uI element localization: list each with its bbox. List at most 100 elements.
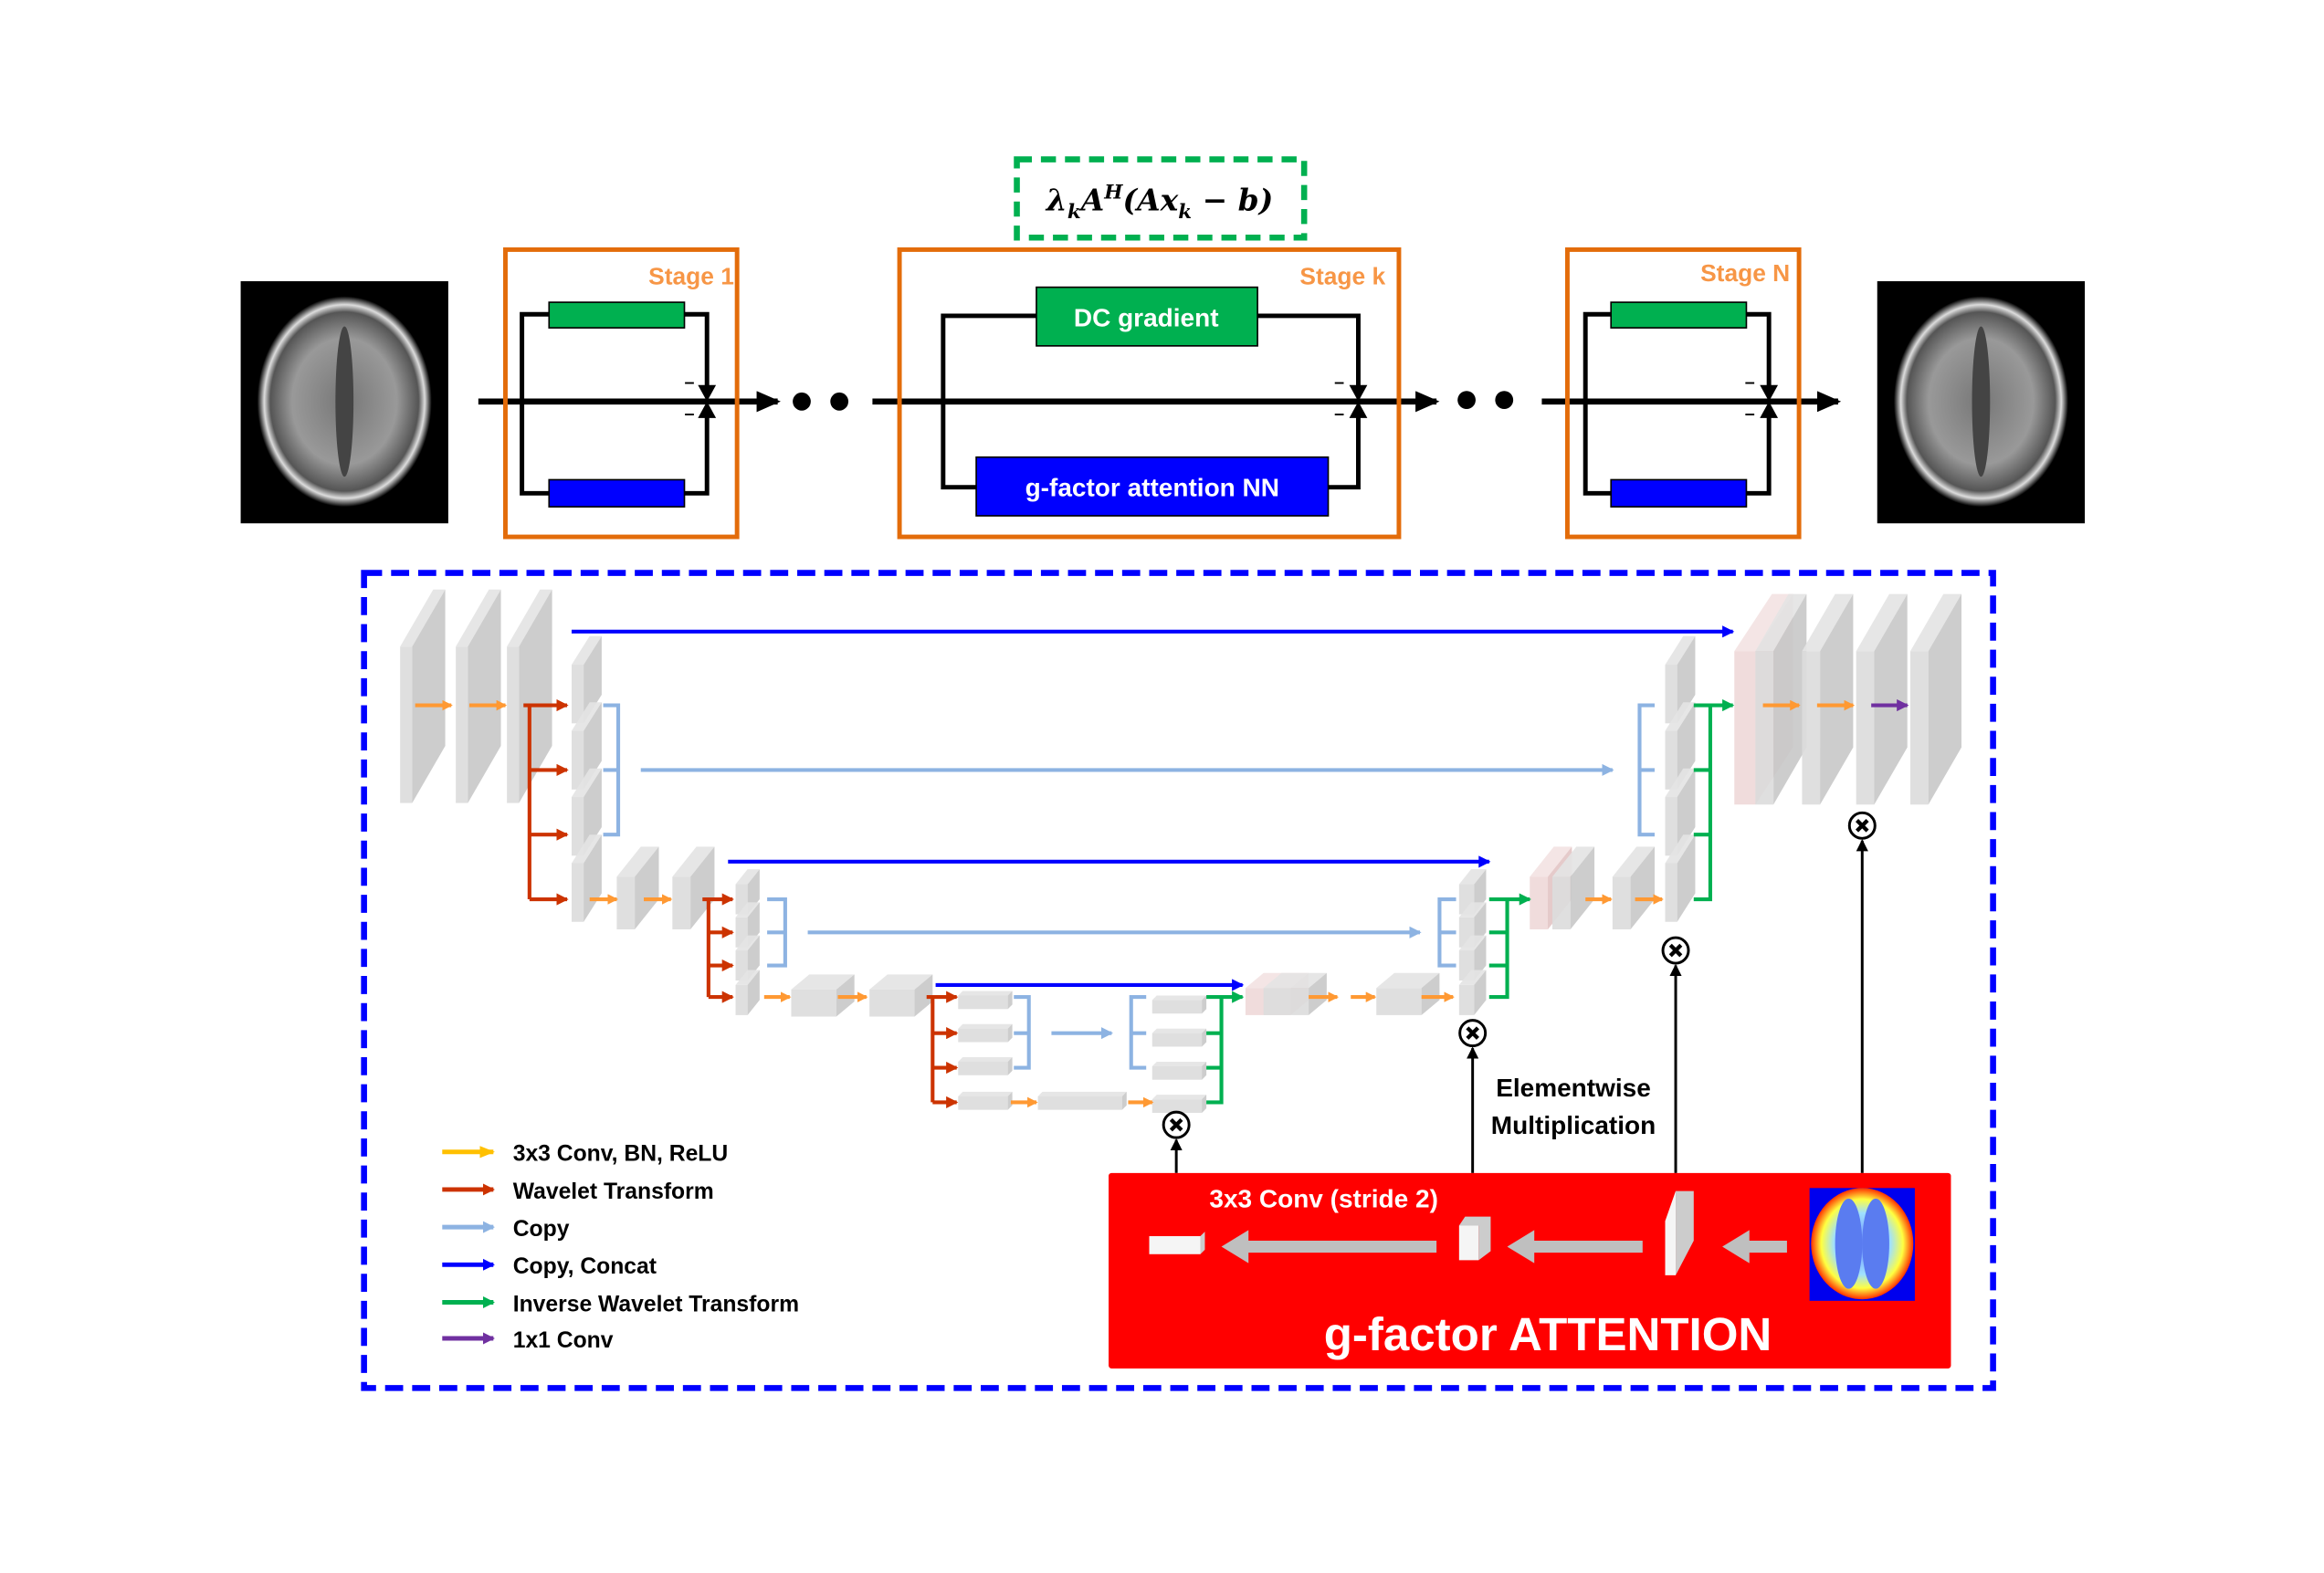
feature-map bbox=[958, 991, 1013, 1010]
formula: λkAH(Axk − b) bbox=[1045, 181, 1274, 223]
dc-gradient-block bbox=[548, 301, 686, 329]
minus-sign: – bbox=[1745, 404, 1755, 425]
feature-map bbox=[456, 589, 501, 803]
copy-arrow-bracket bbox=[1437, 897, 1456, 968]
feature-map bbox=[735, 970, 760, 1015]
g-factor-attention-box: 3x3 Conv (stride 2) g-factor ATTENTION bbox=[1109, 1172, 1951, 1369]
feature-map bbox=[616, 846, 659, 929]
feature-map bbox=[958, 1057, 1013, 1075]
feature-map bbox=[1665, 702, 1696, 790]
conv-arrow bbox=[1507, 1230, 1643, 1264]
minus-sign: – bbox=[1745, 372, 1755, 393]
legend-label: 3x3 Conv, BN, ReLU bbox=[513, 1142, 729, 1167]
dc-gradient-block bbox=[1610, 301, 1748, 329]
feature-map bbox=[1856, 593, 1908, 805]
legend-label: Copy, Concat bbox=[513, 1254, 657, 1279]
dc-gradient-label: DC gradient bbox=[1074, 303, 1219, 331]
feature-map bbox=[958, 1023, 1013, 1043]
attention-title: g-factor ATTENTION bbox=[1324, 1308, 1772, 1360]
feature-map bbox=[1263, 972, 1327, 1015]
stage-n-box: Stage N – – bbox=[1564, 246, 1802, 540]
stage-label: Stage 1 bbox=[648, 262, 734, 289]
feature-map bbox=[1458, 935, 1487, 981]
multiply-node-icon bbox=[1847, 811, 1877, 840]
feature-map bbox=[1755, 593, 1807, 805]
stage-1-box: Stage 1 – – bbox=[503, 246, 740, 540]
legend-label: Copy bbox=[513, 1217, 570, 1242]
copy-arrow-bracket bbox=[603, 703, 621, 837]
conv-arrow bbox=[1221, 1230, 1437, 1264]
feature-map bbox=[735, 935, 760, 981]
stage-label: Stage k bbox=[1299, 262, 1385, 289]
feature-map bbox=[958, 1091, 1013, 1110]
feature-map bbox=[1551, 846, 1595, 929]
multiply-node-icon bbox=[1458, 1019, 1488, 1048]
stage-label: Stage N bbox=[1700, 259, 1790, 287]
dc-gradient-block bbox=[1036, 286, 1258, 347]
attention-nn-label: g-factor attention NN bbox=[1025, 474, 1279, 502]
legend-label: Inverse Wavelet Transform bbox=[513, 1292, 799, 1316]
conv-label: 3x3 Conv (stride 2) bbox=[1209, 1185, 1438, 1213]
unet-connections bbox=[415, 625, 1909, 1173]
feature-map bbox=[571, 768, 602, 856]
minus-sign: – bbox=[1334, 404, 1344, 425]
feature-map bbox=[1376, 972, 1440, 1015]
legend: 3x3 Conv, BN, ReLU Wavelet Transform Cop… bbox=[442, 1142, 799, 1353]
ellipsis-dot bbox=[830, 392, 849, 411]
feature-map bbox=[1151, 1028, 1207, 1047]
attention-feature-large bbox=[1665, 1190, 1694, 1275]
feature-map bbox=[507, 589, 552, 803]
ellipsis-dot bbox=[1495, 391, 1514, 410]
multiply-node-icon bbox=[1661, 936, 1690, 965]
legend-label: 1x1 Conv bbox=[513, 1328, 614, 1353]
attention-nn-block bbox=[975, 456, 1330, 517]
minus-sign: – bbox=[685, 372, 695, 393]
attention-feature-medium bbox=[1458, 1216, 1491, 1261]
conv-arrow bbox=[1722, 1230, 1787, 1264]
minus-sign: – bbox=[685, 404, 695, 425]
feature-map bbox=[672, 846, 715, 929]
copy-arrow-bracket bbox=[1014, 995, 1031, 1070]
wavelet-arrow-bracket bbox=[702, 897, 710, 998]
attention-feature-small bbox=[1149, 1232, 1205, 1254]
elementwise-label: Elementwise bbox=[1496, 1074, 1651, 1102]
feature-map bbox=[1802, 593, 1854, 805]
feature-map bbox=[1665, 834, 1696, 922]
input-mri-image bbox=[240, 281, 448, 524]
multiplication-label: Multiplication bbox=[1491, 1111, 1656, 1139]
ellipsis-dot bbox=[793, 392, 811, 411]
inverse-wavelet-arrow-bracket bbox=[1488, 897, 1509, 1000]
feature-map bbox=[1665, 635, 1696, 724]
feature-map bbox=[571, 635, 602, 724]
feature-map bbox=[1151, 1061, 1207, 1080]
ellipsis-dot bbox=[1457, 391, 1476, 410]
copy-arrow-bracket bbox=[1129, 995, 1147, 1070]
minus-sign: – bbox=[1334, 372, 1344, 393]
multiply-node-icon bbox=[1162, 1110, 1191, 1139]
g-factor-map-image bbox=[1809, 1188, 1915, 1301]
feature-map bbox=[1909, 593, 1962, 805]
feature-map bbox=[571, 702, 602, 790]
attention-nn-block bbox=[548, 478, 686, 508]
feature-maps bbox=[400, 589, 1962, 1113]
feature-map bbox=[1665, 768, 1696, 856]
feature-map bbox=[400, 589, 446, 803]
feature-map bbox=[869, 974, 933, 1017]
formula-box: λkAH(Axk − b) bbox=[1014, 156, 1308, 241]
output-mri-image bbox=[1877, 281, 2086, 524]
stage-k-box: Stage k DC gradient g-factor attention N… bbox=[897, 246, 1402, 540]
feature-map bbox=[1151, 995, 1207, 1014]
feature-map bbox=[1151, 1095, 1207, 1113]
inverse-wavelet-arrow-bracket bbox=[1693, 703, 1712, 902]
feature-map bbox=[1037, 1091, 1127, 1110]
unet-detail-box bbox=[361, 570, 1996, 1391]
legend-label: Wavelet Transform bbox=[513, 1180, 714, 1204]
feature-map bbox=[1458, 970, 1487, 1015]
copy-arrow-bracket bbox=[1637, 703, 1655, 837]
attention-nn-block bbox=[1610, 478, 1748, 508]
feature-map bbox=[1612, 846, 1655, 929]
wavelet-arrow-bracket bbox=[926, 995, 935, 1103]
copy-arrow-bracket bbox=[767, 897, 787, 968]
